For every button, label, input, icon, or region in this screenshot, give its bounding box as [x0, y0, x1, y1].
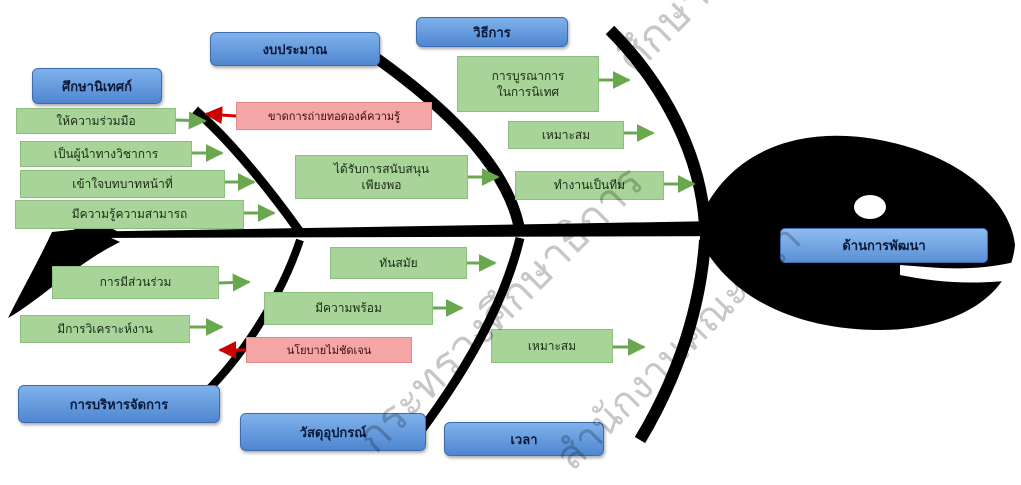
- category-time: เวลา: [444, 422, 604, 456]
- cause-ready: มีความพร้อม: [264, 292, 433, 325]
- cause-integration-line1: การบูรณาการ: [491, 68, 565, 83]
- bone-materials: [416, 236, 525, 435]
- cause-analysis: มีการวิเคราะห์งาน: [20, 315, 190, 343]
- arrow-participation: [218, 273, 251, 292]
- cause-up-to-date: ทันสมัย: [330, 247, 467, 279]
- negative-lack-knowledge: ขาดการถ่ายทอดองค์ความรู้: [236, 102, 432, 130]
- bone-time: [634, 239, 711, 444]
- cause-understand-role: เข้าใจบทบาทหน้าที่: [20, 170, 225, 198]
- bone-management: [197, 238, 304, 401]
- cause-budget-support: ได้รับการสนับสนุน เพียงพอ: [295, 155, 468, 199]
- category-method: วิธีการ: [416, 17, 568, 47]
- cause-participation: การมีส่วนร่วม: [52, 266, 219, 299]
- cause-suitable-method: เหมาะสม: [508, 121, 624, 149]
- effect-box: ด้านการพัฒนา: [780, 228, 988, 263]
- cause-academic-leader: เป็นผู้นำทางวิชาการ: [20, 141, 192, 167]
- cause-budget-support-line2: เพียงพอ: [361, 178, 402, 192]
- fish-mouth-gap: [900, 262, 1015, 283]
- cause-integration: การบูรณาการ ในการนิเทศ: [457, 56, 599, 112]
- arrow-cooperate: [175, 111, 207, 130]
- bone-budget: [368, 50, 526, 233]
- fish-eye: [854, 195, 886, 219]
- cause-teamwork: ทำงานเป็นทีม: [515, 171, 664, 200]
- category-budget: งบประมาณ: [210, 32, 380, 66]
- cause-integration-line2: ในการนิเทศ: [496, 85, 560, 99]
- category-management: การบริหารจัดการ: [18, 385, 220, 423]
- cause-budget-support-line1: ได้รับการสนับสนุน: [333, 161, 430, 176]
- negative-unclear-policy: นโยบายไม่ชัดเจน: [246, 337, 412, 363]
- cause-suitable-time: เหมาะสม: [491, 329, 613, 363]
- cause-capable: มีความรู้ความสามารถ: [15, 200, 244, 229]
- arrow-lack-knowledge: [204, 106, 237, 125]
- category-knowledge: ศึกษานิเทศก์: [32, 68, 162, 104]
- fish-spine: [70, 220, 780, 238]
- cause-cooperate: ให้ความร่วมมือ: [16, 108, 176, 134]
- category-materials: วัสดุอุปกรณ์: [240, 413, 426, 451]
- bone-method: [605, 25, 711, 226]
